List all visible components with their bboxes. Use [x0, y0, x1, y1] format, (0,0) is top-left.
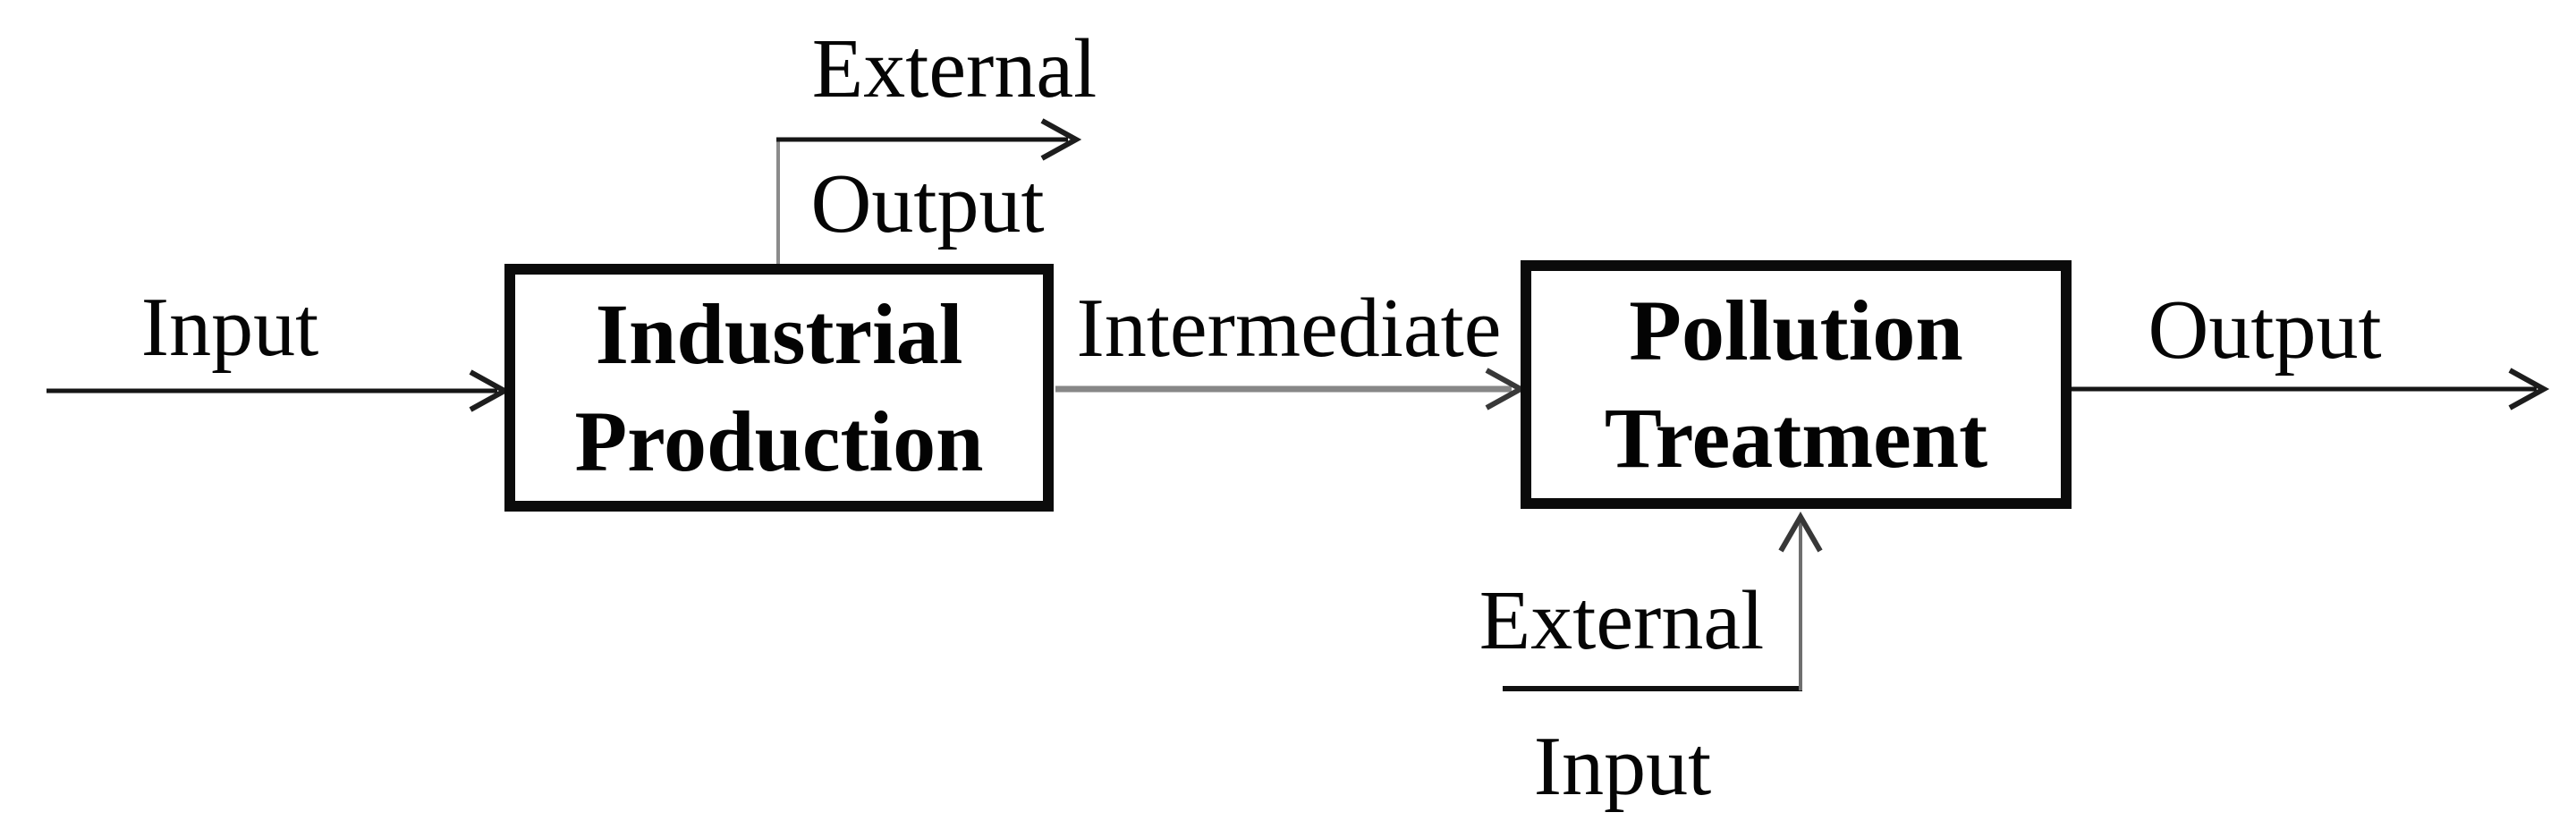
output-arrow — [2072, 368, 2550, 410]
intermediate-arrow — [1055, 368, 1527, 410]
external-input-label-line2: Input — [1533, 720, 1712, 813]
industrial-production-label-line1: Industrial — [595, 285, 963, 382]
external-input-label-line1: External — [1479, 574, 1765, 667]
intermediate-label: Intermediate — [1076, 282, 1502, 375]
input-label: Input — [140, 281, 319, 374]
external-input-arrow — [1503, 512, 1823, 691]
external-output-arrow — [776, 118, 1082, 265]
industrial-production-label-line2: Production — [574, 393, 984, 489]
pollution-treatment-label-line2: Treatment — [1604, 390, 1988, 486]
input-arrow — [47, 369, 511, 412]
industrial-production-box: Industrial Production — [504, 264, 1054, 512]
output-arrowhead-icon — [2508, 368, 2550, 410]
external-output-label-line1: External — [811, 22, 1097, 115]
output-label: Output — [2148, 284, 2382, 377]
external-input-arrowhead-icon — [1778, 512, 1823, 553]
external-output-label-line2: Output — [810, 157, 1045, 250]
pollution-treatment-label-line1: Pollution — [1629, 283, 1963, 378]
external-output-arrowhead-icon — [1040, 118, 1082, 161]
pollution-treatment-box: Pollution Treatment — [1521, 260, 2072, 509]
